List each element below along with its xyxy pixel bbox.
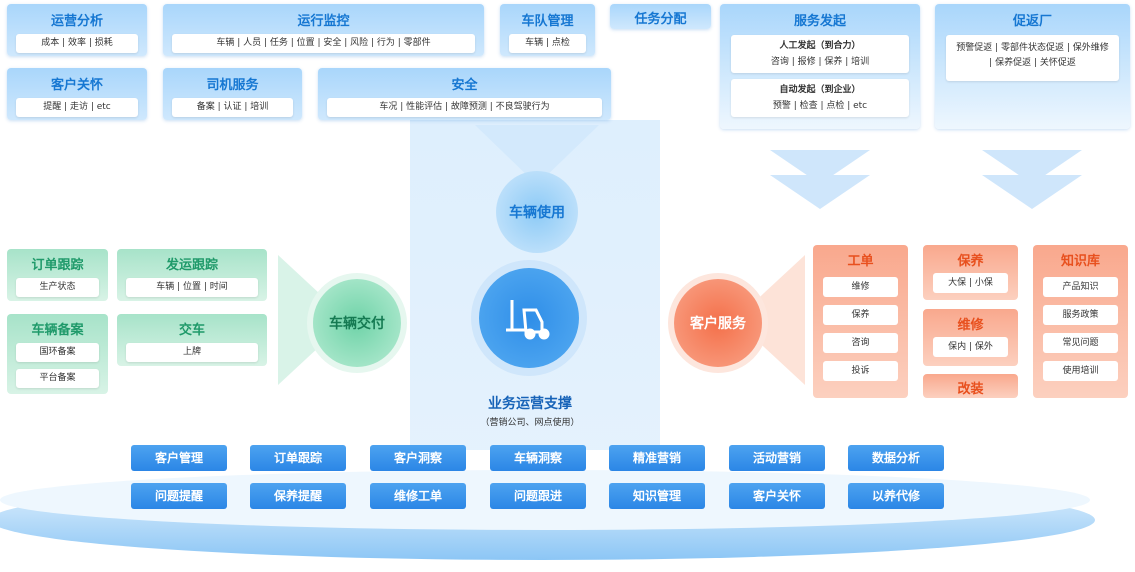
card-items: 大保 | 小保 <box>933 273 1008 293</box>
feature-button[interactable]: 订单跟踪 <box>250 445 346 471</box>
vehicle-filing-card: 车辆备案国环备案平台备案 <box>7 314 108 394</box>
manual-start: 人工发起（到合力） 咨询 | 报修 | 保养 | 培训 <box>731 35 909 73</box>
card-items: 车辆 | 位置 | 时间 <box>126 278 258 297</box>
card-title: 运行监控 <box>297 14 350 29</box>
chevron-down-icon <box>982 175 1082 209</box>
delivery-label: 车辆交付 <box>329 316 385 332</box>
auto-title: 自动发起（到企业） <box>779 85 861 95</box>
chevron-down-icon <box>770 175 870 209</box>
manual-title: 人工发起（到合力） <box>779 41 861 51</box>
card-items: 车辆 | 点检 <box>509 34 586 53</box>
service-start-card: 服务发起 人工发起（到合力） 咨询 | 报修 | 保养 | 培训 自动发起（到企业… <box>720 4 920 129</box>
card-title: 维修 <box>957 318 984 333</box>
card-title: 安全 <box>451 78 478 93</box>
card-item: 维修 <box>823 277 898 297</box>
card-title: 服务发起 <box>793 14 846 29</box>
card-items: 成本 | 效率 | 损耗 <box>16 34 138 53</box>
support-subtitle: （营销公司、网点使用） <box>480 418 580 428</box>
card-title: 运营分析 <box>50 14 103 29</box>
repair-card: 维修保内 | 保外 <box>923 309 1018 366</box>
task-card: 任务分配 <box>610 4 711 29</box>
vehicle-usage-circle: 车辆使用 <box>496 171 578 253</box>
card-title: 车队管理 <box>521 14 574 29</box>
usage-label: 车辆使用 <box>509 205 565 221</box>
monitoring-card: 运行监控车辆 | 人员 | 任务 | 位置 | 安全 | 风险 | 行为 | 零… <box>163 4 484 56</box>
feature-button[interactable]: 保养提醒 <box>250 483 346 509</box>
card-items: 车辆 | 人员 | 任务 | 位置 | 安全 | 风险 | 行为 | 零部件 <box>172 34 475 53</box>
auto-items: 预警 | 检查 | 点检 | etc <box>772 101 868 111</box>
card-item: 平台备案 <box>16 369 99 388</box>
feature-button[interactable]: 问题跟进 <box>490 483 586 509</box>
fleet-card: 车队管理车辆 | 点检 <box>500 4 595 56</box>
feature-button[interactable]: 客户洞察 <box>370 445 466 471</box>
card-item: 使用培训 <box>1043 361 1118 381</box>
card-item: 保养 <box>823 305 898 325</box>
knowledge-base-card: 知识库 产品知识服务政策常见问题使用培训 <box>1033 245 1128 398</box>
care-card: 客户关怀提醒 | 走访 | etc <box>7 68 147 120</box>
card-item: 产品知识 <box>1043 277 1118 297</box>
return-card: 促返厂 预警促返 | 零部件状态促返 | 保外维修 | 保养促返 | 关怀促返 <box>935 4 1130 129</box>
card-title: 客户关怀 <box>50 78 103 93</box>
forklift-circle <box>479 268 579 368</box>
driver-card: 司机服务备案 | 认证 | 培训 <box>163 68 302 120</box>
feature-button[interactable]: 客户关怀 <box>729 483 825 509</box>
forklift-icon <box>506 300 550 340</box>
shipping-tracking-card: 发运跟踪车辆 | 位置 | 时间 <box>117 249 267 301</box>
maintenance-card: 保养大保 | 小保 <box>923 245 1018 300</box>
card-items: 预警促返 | 零部件状态促返 | 保外维修 | 保养促返 | 关怀促返 <box>946 35 1119 81</box>
vehicle-delivery-circle: 车辆交付 <box>313 279 401 367</box>
card-items: 上牌 <box>126 343 258 362</box>
card-items: 保内 | 保外 <box>933 337 1008 357</box>
feature-button[interactable]: 以养代修 <box>848 483 944 509</box>
card-item: 常见问题 <box>1043 333 1118 353</box>
manual-items: 咨询 | 报修 | 保养 | 培训 <box>770 57 870 67</box>
card-title: 发运跟踪 <box>165 258 218 273</box>
card-item: 服务政策 <box>1043 305 1118 325</box>
card-title: 改装 <box>957 382 984 397</box>
card-title: 保养 <box>957 254 984 269</box>
feature-button[interactable]: 问题提醒 <box>131 483 227 509</box>
safety-card: 安全车况 | 性能评估 | 故障预测 | 不良驾驶行为 <box>318 68 611 120</box>
order-tracking-card: 订单跟踪生产状态 <box>7 249 108 301</box>
ops-analysis-card: 运营分析成本 | 效率 | 损耗 <box>7 4 147 56</box>
card-items: 备案 | 认证 | 培训 <box>172 98 293 117</box>
service-label: 客户服务 <box>690 316 746 332</box>
card-item: 国环备案 <box>16 343 99 362</box>
card-title: 任务分配 <box>634 12 687 27</box>
card-title: 交车 <box>178 323 205 338</box>
support-title: 业务运营支撑 <box>488 396 572 412</box>
modification-card: 改装 <box>923 374 1018 398</box>
work-order-card: 工单 维修保养咨询投诉 <box>813 245 908 398</box>
feature-button[interactable]: 维修工单 <box>370 483 466 509</box>
card-items: 提醒 | 走访 | etc <box>16 98 138 117</box>
card-items: 车况 | 性能评估 | 故障预测 | 不良驾驶行为 <box>327 98 602 117</box>
feature-button[interactable]: 精准营销 <box>609 445 705 471</box>
card-title: 知识库 <box>1060 254 1100 269</box>
feature-button[interactable]: 知识管理 <box>609 483 705 509</box>
card-item: 投诉 <box>823 361 898 381</box>
card-items: 生产状态 <box>16 278 99 297</box>
handover-card: 交车上牌 <box>117 314 267 366</box>
feature-button[interactable]: 车辆洞察 <box>490 445 586 471</box>
feature-button[interactable]: 活动营销 <box>729 445 825 471</box>
auto-start: 自动发起（到企业） 预警 | 检查 | 点检 | etc <box>731 79 909 117</box>
card-item: 咨询 <box>823 333 898 353</box>
card-title: 司机服务 <box>206 78 259 93</box>
card-title: 促返厂 <box>1012 14 1052 29</box>
card-title: 工单 <box>847 254 874 269</box>
feature-button[interactable]: 数据分析 <box>848 445 944 471</box>
customer-service-circle: 客户服务 <box>674 279 762 367</box>
card-title: 订单跟踪 <box>31 258 84 273</box>
feature-button[interactable]: 客户管理 <box>131 445 227 471</box>
card-title: 车辆备案 <box>31 323 84 338</box>
